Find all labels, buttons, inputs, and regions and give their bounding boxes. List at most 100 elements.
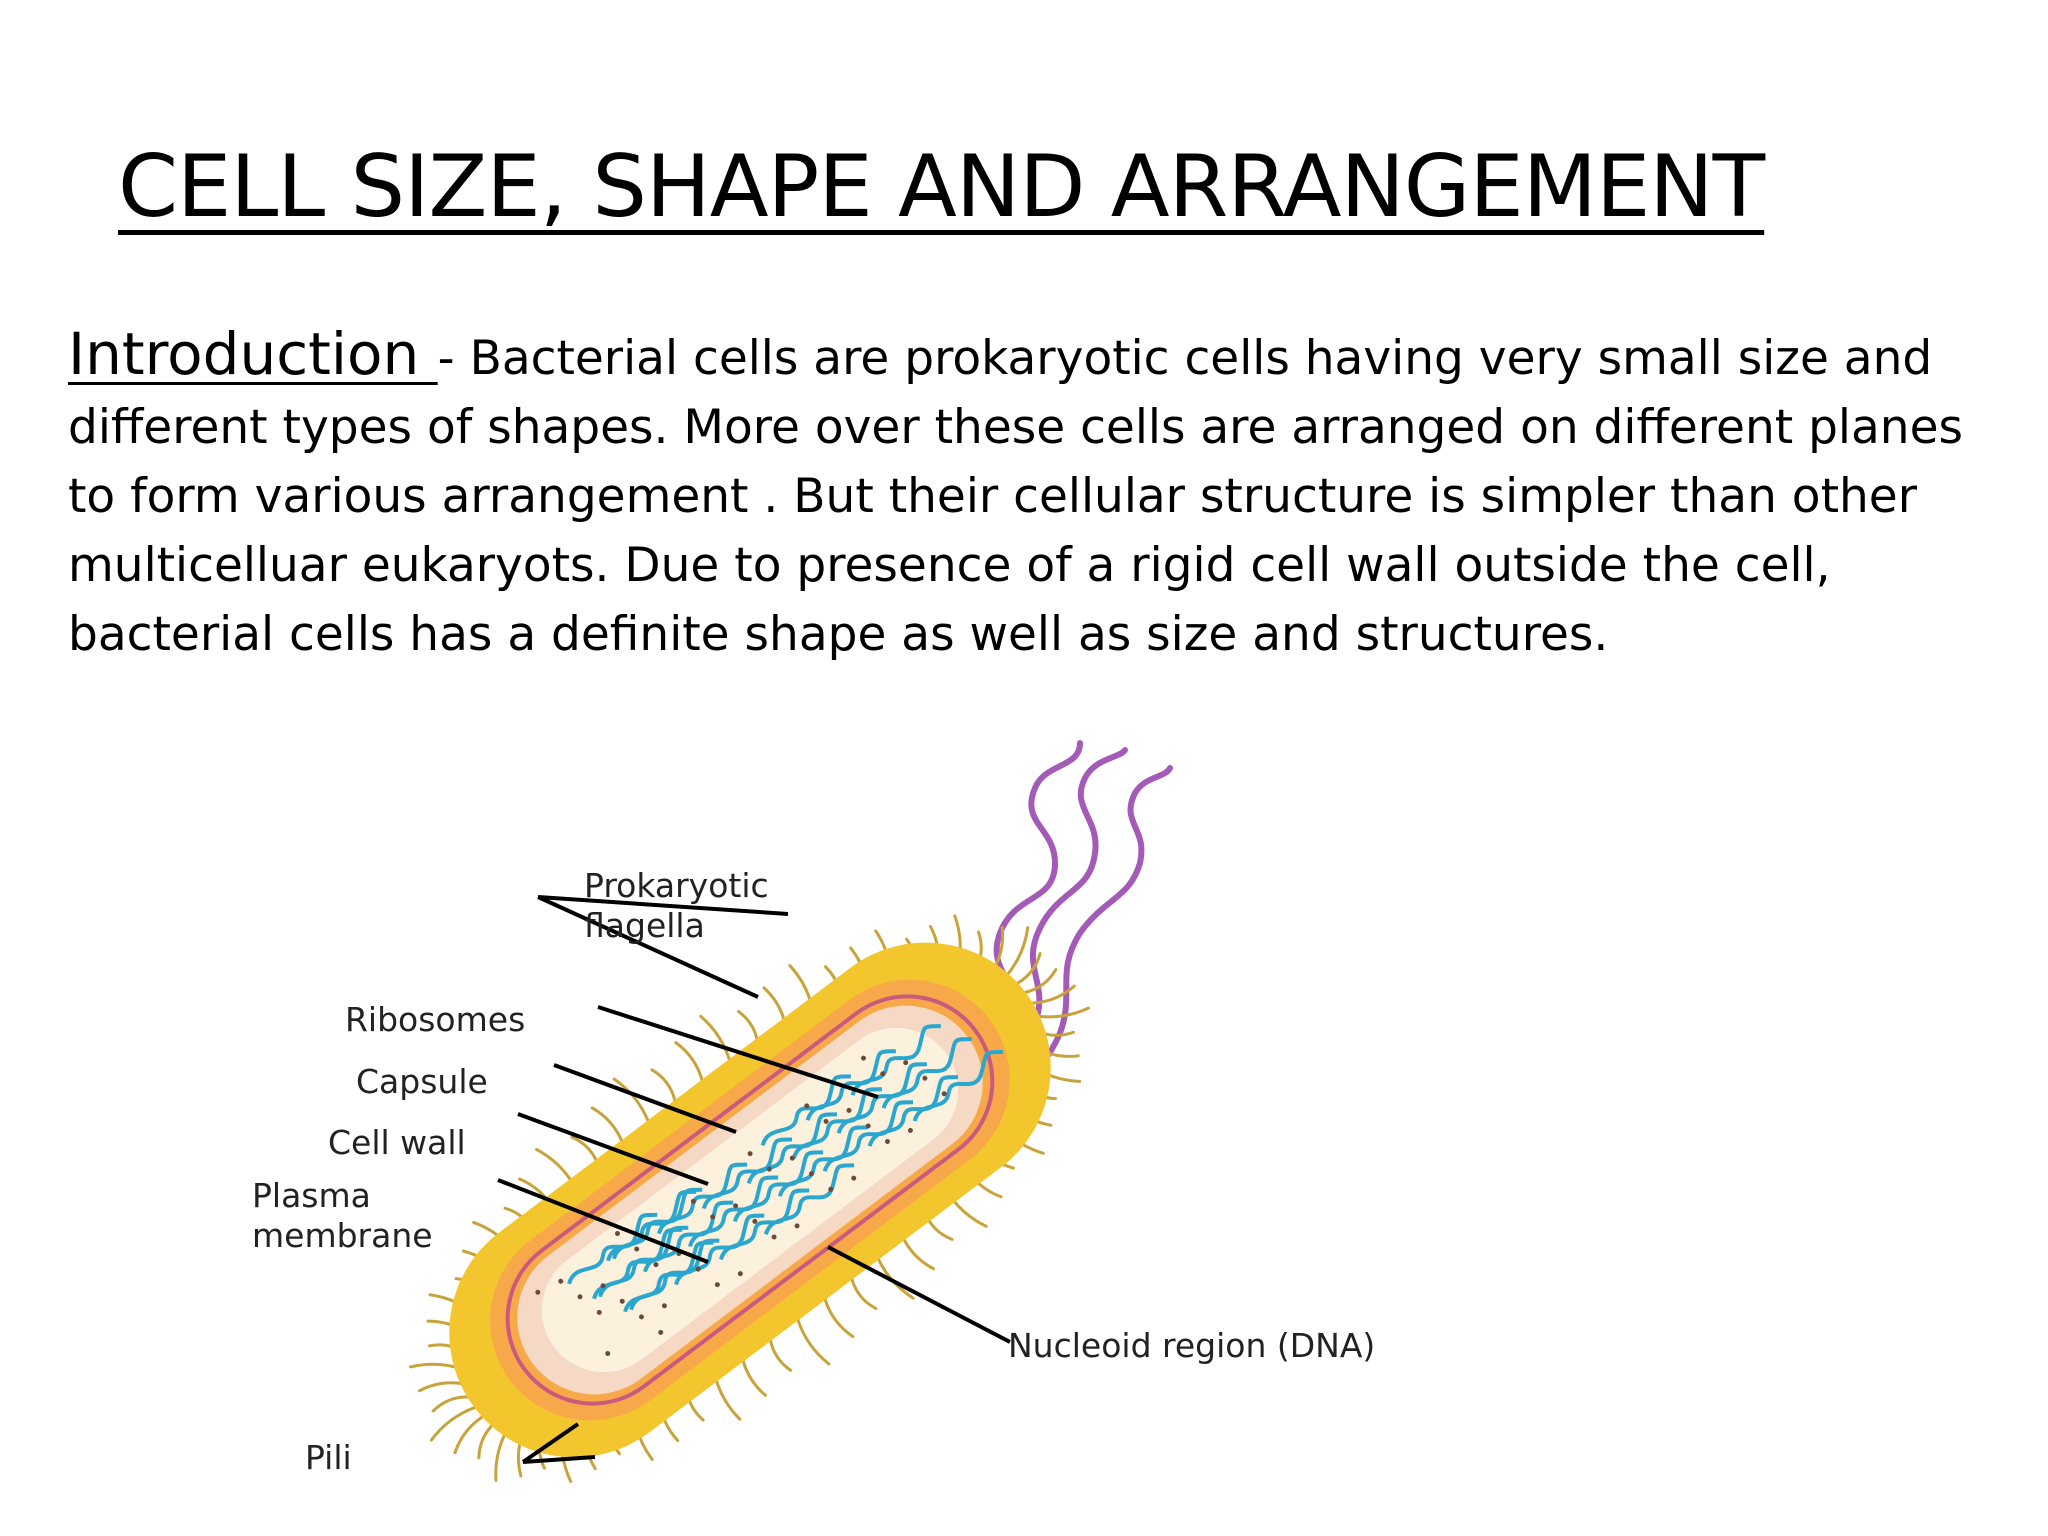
ribosome [823, 1118, 829, 1124]
pilus [699, 1014, 732, 1064]
intro-paragraph: Introduction - Bacterial cells are proka… [68, 320, 1968, 669]
ribosome [714, 1282, 720, 1288]
ribosome [794, 1223, 800, 1229]
label-nucleoid: Nucleoid region (DNA) [1008, 1326, 1376, 1365]
label-cell-wall: Cell wall [328, 1123, 466, 1162]
ribosome [789, 1155, 795, 1161]
dna-strand [777, 1125, 869, 1198]
pilus [1004, 926, 1030, 979]
dna-strand [674, 1213, 765, 1286]
bacterial-cell-illustration [409, 740, 1173, 1483]
ribosome [752, 1218, 758, 1224]
ribosome [771, 1234, 777, 1240]
dna-strand [567, 1212, 658, 1285]
ribosome [638, 1314, 644, 1320]
pilus [431, 1395, 470, 1413]
pilus [1030, 984, 1076, 1005]
ribosome [737, 1271, 743, 1277]
ribosome [577, 1294, 583, 1300]
label-plasma-line1: Plasma [252, 1176, 371, 1215]
dna-strand [746, 1112, 838, 1185]
ribosome [880, 1071, 886, 1077]
label-ribosomes: Ribosomes [345, 1000, 526, 1039]
pilus [418, 1381, 467, 1393]
pilus [612, 1077, 650, 1123]
ribosome [903, 1060, 909, 1066]
ribosome [922, 1075, 928, 1081]
dna-strand [623, 1240, 714, 1313]
ribosome [605, 1351, 611, 1357]
ribosome [710, 1214, 716, 1220]
pilus [823, 1298, 855, 1339]
ribosome [619, 1298, 625, 1304]
pilus [453, 1414, 485, 1455]
ribosome [804, 1103, 810, 1109]
ribosome [695, 1266, 701, 1272]
dna-strand [881, 1037, 972, 1109]
label-flagella: Prokaryotic flagella [584, 866, 769, 946]
pilus [737, 1010, 760, 1046]
pilus [1033, 1006, 1090, 1019]
pilus [590, 1106, 624, 1145]
ribosome [851, 1175, 857, 1181]
ribosome [860, 1055, 866, 1061]
dna-strand [719, 1188, 810, 1261]
ribosome [747, 1151, 753, 1157]
ribosome [634, 1246, 640, 1252]
label-plasma-membrane: Plasma membrane [252, 1176, 433, 1256]
pilus [1024, 968, 1058, 994]
ribosome [600, 1283, 606, 1289]
ribosome [535, 1289, 541, 1295]
dna-strand [912, 1050, 1003, 1122]
pilus [900, 1233, 936, 1271]
pilus [768, 1336, 793, 1372]
ribosome [941, 1091, 947, 1097]
dna-strand [656, 1162, 748, 1235]
dna-strand [760, 1074, 851, 1147]
leader-lines [497, 895, 1011, 1464]
pilus [740, 1354, 768, 1397]
ribosome [614, 1231, 620, 1237]
dna-strand [836, 1062, 927, 1134]
dna-strand [805, 1049, 896, 1121]
ribosome [809, 1171, 815, 1177]
ribosome [828, 1186, 834, 1192]
dna-strand [606, 1189, 697, 1262]
ribosome [661, 1303, 667, 1309]
intro-lead: Introduction [68, 320, 438, 388]
dna-strand [822, 1100, 913, 1172]
ribosome [733, 1203, 739, 1209]
label-pili: Pili [305, 1438, 352, 1477]
pilus [429, 1406, 476, 1442]
cell-body [449, 942, 1051, 1458]
pilus [1015, 952, 1042, 986]
ribosome [865, 1123, 871, 1129]
dna-strand [592, 1227, 683, 1300]
bacterial-cell-diagram: Prokaryotic flagella Ribosomes Capsule C… [240, 728, 1590, 1536]
pilus [796, 1318, 831, 1366]
ribosome [558, 1278, 564, 1284]
ribosome [596, 1309, 602, 1315]
ribosome [884, 1138, 890, 1144]
label-capsule: Capsule [356, 1062, 488, 1101]
ribosome [653, 1262, 659, 1268]
dna-strand [701, 1137, 793, 1210]
ribosome [766, 1166, 772, 1172]
ribosome [907, 1127, 913, 1133]
slide-title: CELL SIZE, SHAPE AND ARRANGEMENT [118, 137, 1765, 237]
ribosome [658, 1329, 664, 1335]
pilus [850, 1277, 878, 1311]
ribosome [846, 1107, 852, 1113]
ribosome [690, 1198, 696, 1204]
label-flagella-line1: Prokaryotic [584, 866, 769, 905]
intro-text: - Bacterial cells are prokaryotic cells … [68, 331, 1963, 662]
label-flagella-line2: flagella [584, 906, 705, 945]
dna-strand [687, 1175, 779, 1248]
dna-strand [763, 1163, 855, 1236]
pilus [477, 1421, 496, 1460]
dna-strand [732, 1150, 824, 1223]
dna-strand [643, 1200, 734, 1273]
pilus [650, 1068, 677, 1102]
pilus [674, 1041, 704, 1082]
dna-strand [867, 1075, 958, 1147]
